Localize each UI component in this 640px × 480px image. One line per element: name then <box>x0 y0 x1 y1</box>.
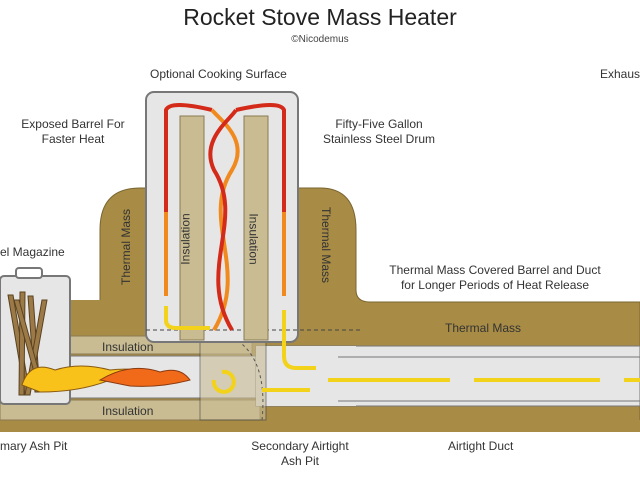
magazine-lid-handle <box>15 267 43 279</box>
insulation-column-left <box>179 115 205 341</box>
insulation-column-right <box>243 115 269 341</box>
label-insulation-left: Insulation <box>178 213 193 265</box>
label-secondary-1: Secondary Airtight <box>251 439 349 453</box>
label-airtight-duct: Airtight Duct <box>448 439 514 453</box>
diagram-title: Rocket Stove Mass Heater <box>183 4 457 30</box>
label-covered-2: for Longer Periods of Heat Release <box>400 278 590 292</box>
label-cooking-surface: Optional Cooking Surface <box>150 67 287 81</box>
secondary-ash-pit <box>199 339 267 421</box>
label-exposed-barrel-1: Exposed Barrel For <box>21 117 125 131</box>
label-covered-1: Thermal Mass Covered Barrel and Duct <box>389 263 601 277</box>
label-secondary-2: Ash Pit <box>280 454 319 468</box>
copyright: ©Nicodemus <box>291 34 349 45</box>
label-exposed-barrel-2: Faster Heat <box>41 132 105 146</box>
hot-gas-flow <box>164 103 286 332</box>
label-exhaust: Exhaus <box>600 67 640 81</box>
label-thermal-mass-right: Thermal Mass <box>319 206 334 284</box>
label-thermal-mass-left: Thermal Mass <box>119 208 134 286</box>
label-insulation-top: Insulation <box>102 340 154 354</box>
label-insulation-right: Insulation <box>246 213 261 265</box>
label-thermal-mass-duct: Thermal Mass <box>445 321 522 335</box>
label-primary-ash-pit: mary Ash Pit <box>0 439 68 453</box>
label-insulation-bottom: Insulation <box>102 404 154 418</box>
label-drum-1: Fifty-Five Gallon <box>335 117 423 131</box>
label-drum-2: Stainless Steel Drum <box>322 132 436 146</box>
label-fuel-magazine: el Magazine <box>0 245 65 259</box>
cool-gas-flow <box>164 306 640 394</box>
